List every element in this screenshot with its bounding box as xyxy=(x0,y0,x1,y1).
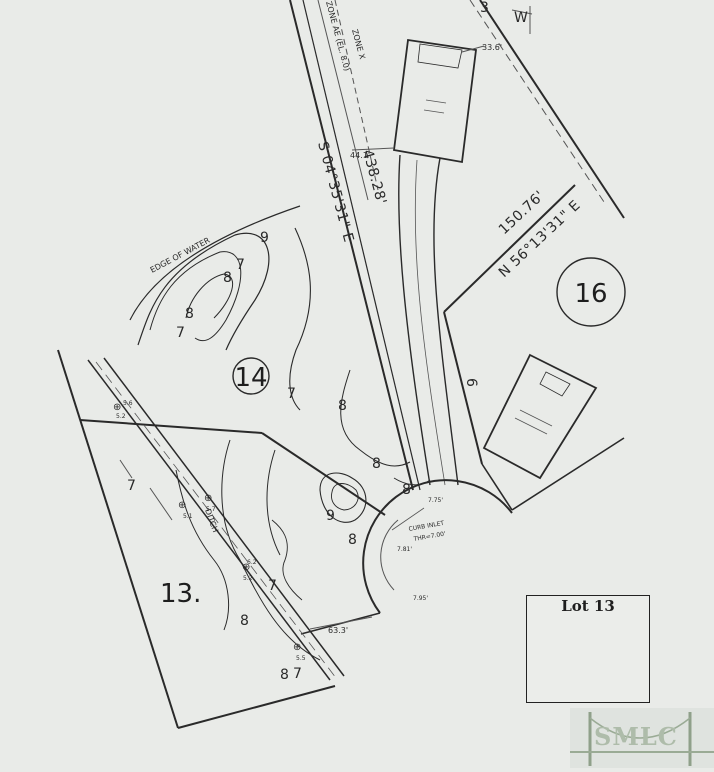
svg-text:⊕: ⊕ xyxy=(204,493,212,504)
elev-5-2b: 5.2 xyxy=(243,575,253,582)
cul-de-sac xyxy=(300,479,513,635)
elev-7-81: 7.81' xyxy=(397,546,412,553)
building-footprint xyxy=(482,353,598,480)
lot-13-inset-box: Lot 13 xyxy=(526,595,650,703)
contour-8d: 8 xyxy=(372,456,381,472)
lot-13-label: 13. xyxy=(160,579,201,609)
lot-13-boundary xyxy=(57,349,386,729)
elev-7-95: 7.95' xyxy=(413,595,428,602)
edge-of-water-label: EDGE OF WATER xyxy=(149,235,212,274)
house-footprint xyxy=(351,38,485,164)
contour-8e: 8 xyxy=(402,482,411,498)
contour-8f: 8 xyxy=(348,532,357,548)
contour-9b: 9 xyxy=(326,508,335,524)
svg-text:⊕: ⊕ xyxy=(178,500,186,511)
lot-markers: 14 16 13. xyxy=(160,257,626,609)
contour-8c: 8 xyxy=(338,398,347,414)
contour-6: 6 xyxy=(463,378,479,387)
contour-7f: 7 xyxy=(293,666,302,682)
curb-inlet-thr-label: THR=7.00' xyxy=(412,530,446,543)
elev-6-2: 6.2 xyxy=(247,559,257,566)
svg-text:⊕: ⊕ xyxy=(242,562,250,573)
distance-44: 44.1' xyxy=(350,151,370,160)
contour-lines xyxy=(129,205,431,661)
elev-5-5: 5.5 xyxy=(296,655,306,662)
elev-5-1: 5.1 xyxy=(183,513,193,520)
lot-13-inset-title: Lot 13 xyxy=(561,597,615,615)
contour-9a: 9 xyxy=(260,230,269,246)
bridge-icon xyxy=(570,708,714,768)
contour-8h: 8 xyxy=(280,667,289,683)
contour-8a: 8 xyxy=(223,270,232,286)
bearing-north-line: N 56°13'31" E xyxy=(496,197,584,281)
lot-16-boundary xyxy=(443,0,625,511)
lot-16-label: 16 xyxy=(574,279,607,309)
distance-33: 33.6' xyxy=(482,43,502,52)
contour-8b: 8 xyxy=(185,306,194,322)
svg-text:⊕: ⊕ xyxy=(113,402,121,413)
edge-fragment-w: W xyxy=(514,10,528,26)
road-right-of-way xyxy=(289,0,421,491)
driveway xyxy=(398,154,459,486)
contour-7a: 7 xyxy=(236,257,245,273)
smlc-watermark-text: SMLC xyxy=(594,722,678,751)
elev-5-2a: 5.2 xyxy=(116,413,126,420)
lot-14-label: 14 xyxy=(234,363,267,393)
contour-7b: 7 xyxy=(176,325,185,341)
contour-7d: 7 xyxy=(127,478,136,494)
elev-7-75: 7.75' xyxy=(428,497,443,504)
elev-5-6: 5.6 xyxy=(123,400,133,407)
smlc-watermark: SMLC xyxy=(570,708,714,768)
contour-7e: 7 xyxy=(268,578,277,594)
elev-5-7: 5.7 xyxy=(206,506,216,513)
contour-8g: 8 xyxy=(240,613,249,629)
zone-x-label: ZONE X xyxy=(350,28,367,61)
edge-fragment-3: 3 xyxy=(480,0,489,16)
svg-text:⊕: ⊕ xyxy=(293,642,301,653)
spot-elevation-marks: ⊕ ⊕ ⊕ ⊕ ⊕ xyxy=(113,402,301,653)
distance-63: 63.3' xyxy=(328,626,348,635)
contour-7c: 7 xyxy=(287,386,296,402)
